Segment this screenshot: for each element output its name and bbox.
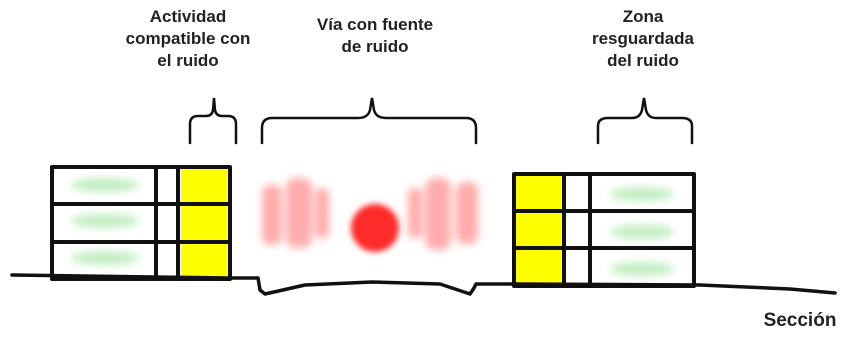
label-compatible-activity: Actividad compatible con el ruido [108,6,268,72]
brace-center [260,97,478,145]
section-label: Sección [750,310,850,332]
left-building [50,165,232,281]
label-line: Sección [763,310,837,331]
label-line: compatible con [125,29,251,48]
label-line: del ruido [607,51,679,70]
label-protected-zone: Zona resguardada del ruido [568,6,718,72]
label-line: el ruido [157,51,219,70]
right-building-rooms-green [610,187,674,276]
left-building-yellow-cells [181,169,227,278]
right-building-yellow-cells [516,176,562,284]
label-line: Vía con fuente [316,15,434,34]
label-line: resguardada [591,29,695,48]
label-line: Actividad [149,7,227,26]
left-building-rooms-green [71,178,139,265]
noise-source-circle [351,204,399,252]
label-noise-road: Vía con fuente de ruido [290,14,460,58]
ground-line [10,273,837,296]
noise-waves-right [408,178,478,250]
noise-waves-left [262,178,329,248]
label-line: Zona [622,7,664,26]
brace-right [596,97,694,145]
brace-left [188,97,238,145]
label-line: de ruido [341,37,409,56]
